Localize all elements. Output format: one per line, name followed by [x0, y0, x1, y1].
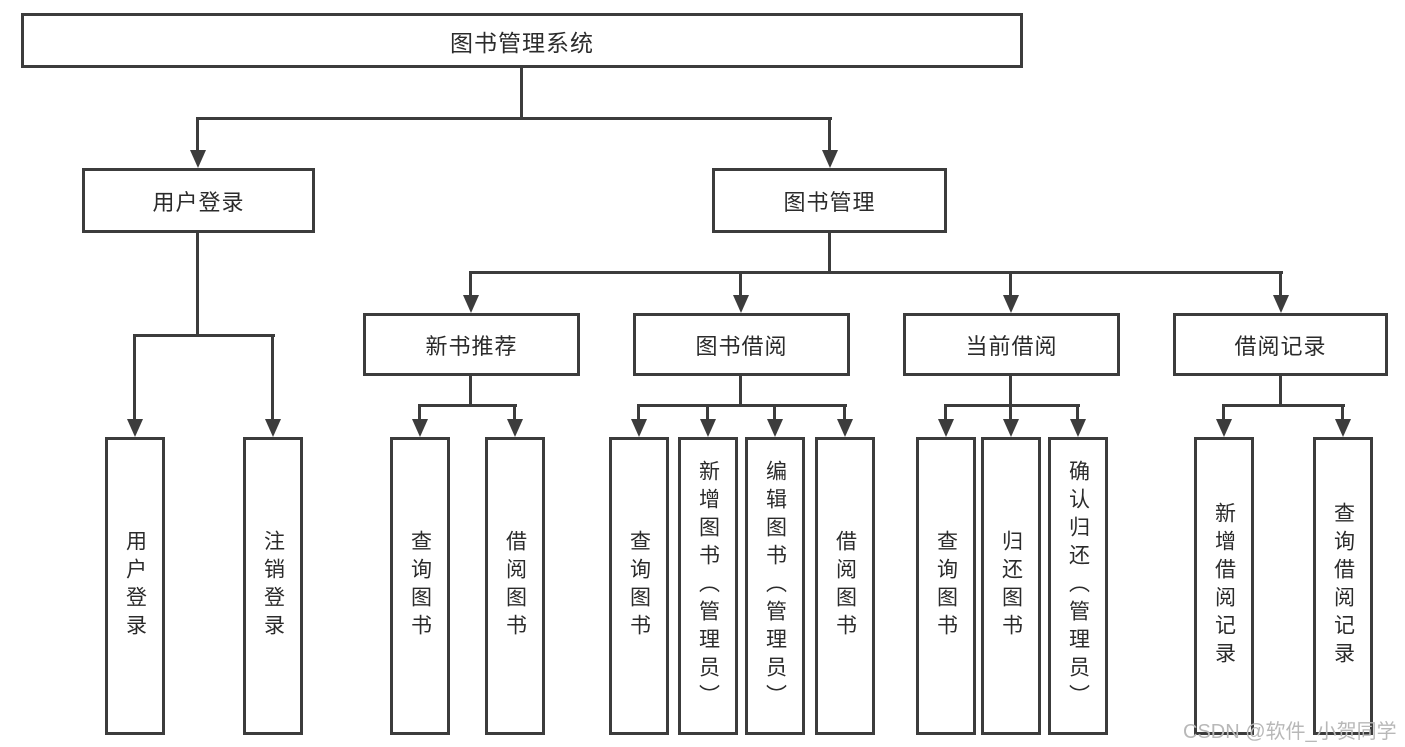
arrowhead-icon [1003, 419, 1019, 437]
node-book-borrow-label: 图书借阅 [695, 333, 788, 359]
edge-current-leaf-bar [944, 404, 1080, 407]
leaf-add-books-admin-label: 新增图书（管理员） [696, 460, 720, 712]
edge-to-leaf-user-login [133, 334, 136, 420]
leaf-add-borrow-record: 新增借阅记录 [1194, 437, 1254, 735]
edge-book-borrow-stem [739, 375, 742, 406]
node-root-label: 图书管理系统 [450, 29, 594, 56]
edge-recommend-leaf-bar [418, 404, 517, 407]
edge-level3-bar [469, 271, 1283, 274]
arrowhead-icon [631, 419, 647, 437]
arrowhead-icon [1216, 419, 1232, 437]
node-new-book-recommend: 新书推荐 [363, 313, 580, 376]
arrowhead-icon [1335, 419, 1351, 437]
node-borrow-records-label: 借阅记录 [1234, 333, 1327, 359]
arrowhead-icon [190, 150, 206, 168]
node-root: 图书管理系统 [21, 13, 1023, 68]
leaf-borrow-books-recommend-label: 借阅图书 [503, 530, 527, 642]
arrowhead-icon [822, 150, 838, 168]
arrowhead-icon [127, 419, 143, 437]
node-book-management: 图书管理 [712, 168, 947, 233]
leaf-query-books-recommend: 查询图书 [390, 437, 450, 735]
edge-to-current-borrow [1009, 271, 1012, 296]
edge-to-leaf [1076, 404, 1079, 420]
edge-borrow-records-stem [1279, 375, 1282, 406]
edge-to-leaf [1222, 404, 1225, 420]
edge-records-leaf-bar [1222, 404, 1345, 407]
edge-user-login-bar [133, 334, 275, 337]
leaf-logout-label: 注销登录 [261, 530, 285, 642]
edge-to-leaf [843, 404, 846, 420]
leaf-query-borrow-record-label: 查询借阅记录 [1331, 502, 1355, 670]
leaf-return-books-label: 归还图书 [999, 530, 1023, 642]
arrowhead-icon [1003, 295, 1019, 313]
leaf-user-login: 用户登录 [105, 437, 165, 735]
node-new-book-recommend-label: 新书推荐 [425, 333, 518, 359]
leaf-query-books-current: 查询图书 [916, 437, 976, 735]
edge-to-new-book-recommend [469, 271, 472, 296]
leaf-query-books-borrow-label: 查询图书 [627, 530, 651, 642]
leaf-borrow-books-recommend: 借阅图书 [485, 437, 545, 735]
arrowhead-icon [938, 419, 954, 437]
edge-level2-bar [196, 117, 832, 120]
leaf-edit-books-admin-label: 编辑图书（管理员） [763, 460, 787, 712]
arrowhead-icon [412, 419, 428, 437]
edge-to-leaf [418, 404, 421, 420]
edge-new-book-recommend-stem [469, 375, 472, 406]
node-current-borrow-label: 当前借阅 [965, 333, 1058, 359]
edge-to-leaf [706, 404, 709, 420]
node-current-borrow: 当前借阅 [903, 313, 1120, 376]
leaf-confirm-return-admin-label: 确认归还（管理员） [1066, 460, 1090, 712]
leaf-user-login-label: 用户登录 [123, 530, 147, 642]
arrowhead-icon [463, 295, 479, 313]
edge-borrow-leaf-bar [637, 404, 847, 407]
edge-to-borrow-records [1279, 271, 1282, 296]
leaf-query-books-recommend-label: 查询图书 [408, 530, 432, 642]
arrowhead-icon [700, 419, 716, 437]
node-book-management-label: 图书管理 [783, 189, 876, 215]
leaf-return-books: 归还图书 [981, 437, 1041, 735]
arrowhead-icon [837, 419, 853, 437]
edge-to-user-login [196, 117, 199, 151]
leaf-borrow-books-borrow: 借阅图书 [815, 437, 875, 735]
edge-to-leaf [1009, 404, 1012, 420]
edge-current-borrow-stem [1009, 375, 1012, 406]
arrowhead-icon [265, 419, 281, 437]
leaf-borrow-books-borrow-label: 借阅图书 [833, 530, 857, 642]
edge-root-stem [520, 68, 523, 119]
edge-to-leaf [773, 404, 776, 420]
arrowhead-icon [507, 419, 523, 437]
watermark: CSDN @软件_小贺同学 [1183, 721, 1397, 743]
leaf-add-books-admin: 新增图书（管理员） [678, 437, 738, 735]
leaf-query-books-current-label: 查询图书 [934, 530, 958, 642]
edge-to-book-borrow [739, 271, 742, 296]
leaf-add-borrow-record-label: 新增借阅记录 [1212, 502, 1236, 670]
edge-to-leaf-logout [271, 334, 274, 420]
leaf-query-books-borrow: 查询图书 [609, 437, 669, 735]
arrowhead-icon [733, 295, 749, 313]
node-borrow-records: 借阅记录 [1173, 313, 1388, 376]
edge-to-leaf [513, 404, 516, 420]
leaf-edit-books-admin: 编辑图书（管理员） [745, 437, 805, 735]
edge-to-leaf [637, 404, 640, 420]
edge-book-management-stem [828, 233, 831, 273]
edge-to-leaf [1341, 404, 1344, 420]
leaf-query-borrow-record: 查询借阅记录 [1313, 437, 1373, 735]
edge-user-login-stem [196, 233, 199, 336]
edge-to-leaf [944, 404, 947, 420]
node-book-borrow: 图书借阅 [633, 313, 850, 376]
node-user-login: 用户登录 [82, 168, 315, 233]
edge-to-book-management [828, 117, 831, 151]
leaf-logout: 注销登录 [243, 437, 303, 735]
arrowhead-icon [1273, 295, 1289, 313]
arrowhead-icon [1070, 419, 1086, 437]
leaf-confirm-return-admin: 确认归还（管理员） [1048, 437, 1108, 735]
arrowhead-icon [767, 419, 783, 437]
node-user-login-label: 用户登录 [152, 189, 245, 215]
